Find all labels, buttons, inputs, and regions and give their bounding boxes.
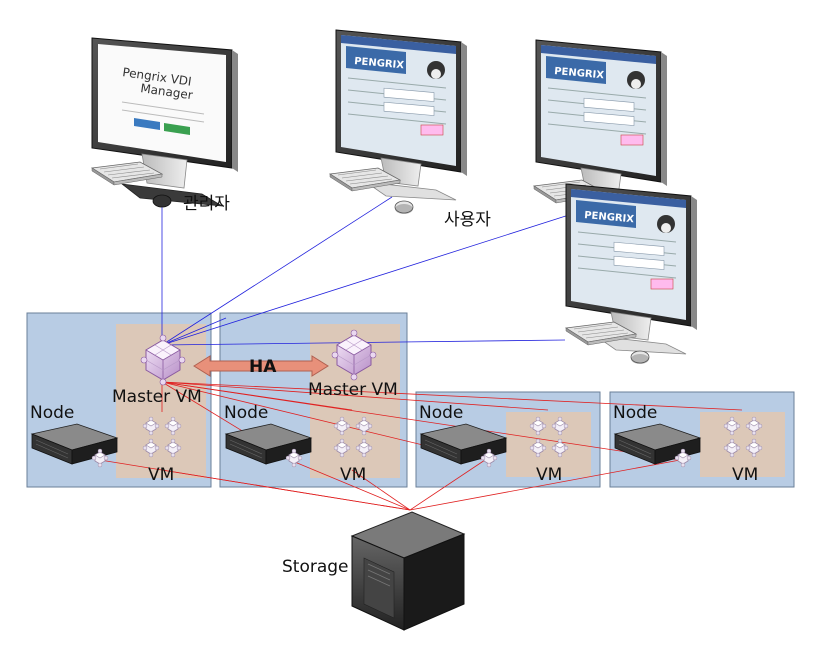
admin-label: 관리자 (183, 194, 230, 214)
users-label: 사용자 (444, 210, 491, 230)
storage-server (350, 511, 466, 631)
admin-monitor: Pengrix VDI Manager (91, 37, 238, 207)
storage-label: Storage (282, 557, 349, 577)
node-label-4: Node (613, 403, 657, 423)
vm-area-4 (700, 412, 785, 477)
master-vm-label-2: Master VM (308, 380, 398, 400)
vm-label-3: VM (536, 465, 562, 485)
node-label-2: Node (224, 403, 268, 423)
ha-arrow (193, 355, 329, 377)
vm-label-1: VM (148, 465, 174, 485)
vm-label-4: VM (732, 465, 758, 485)
user-mouse-3 (630, 350, 650, 365)
ha-label: HA (249, 357, 277, 377)
red-links (99, 381, 743, 511)
vm-label-2: VM (340, 465, 366, 485)
node-label-1: Node (30, 403, 74, 423)
node-label-3: Node (419, 403, 463, 423)
admin-mouse (152, 194, 172, 208)
master-vm-label-1: Master VM (112, 387, 202, 407)
user-mouse-1 (394, 200, 414, 215)
